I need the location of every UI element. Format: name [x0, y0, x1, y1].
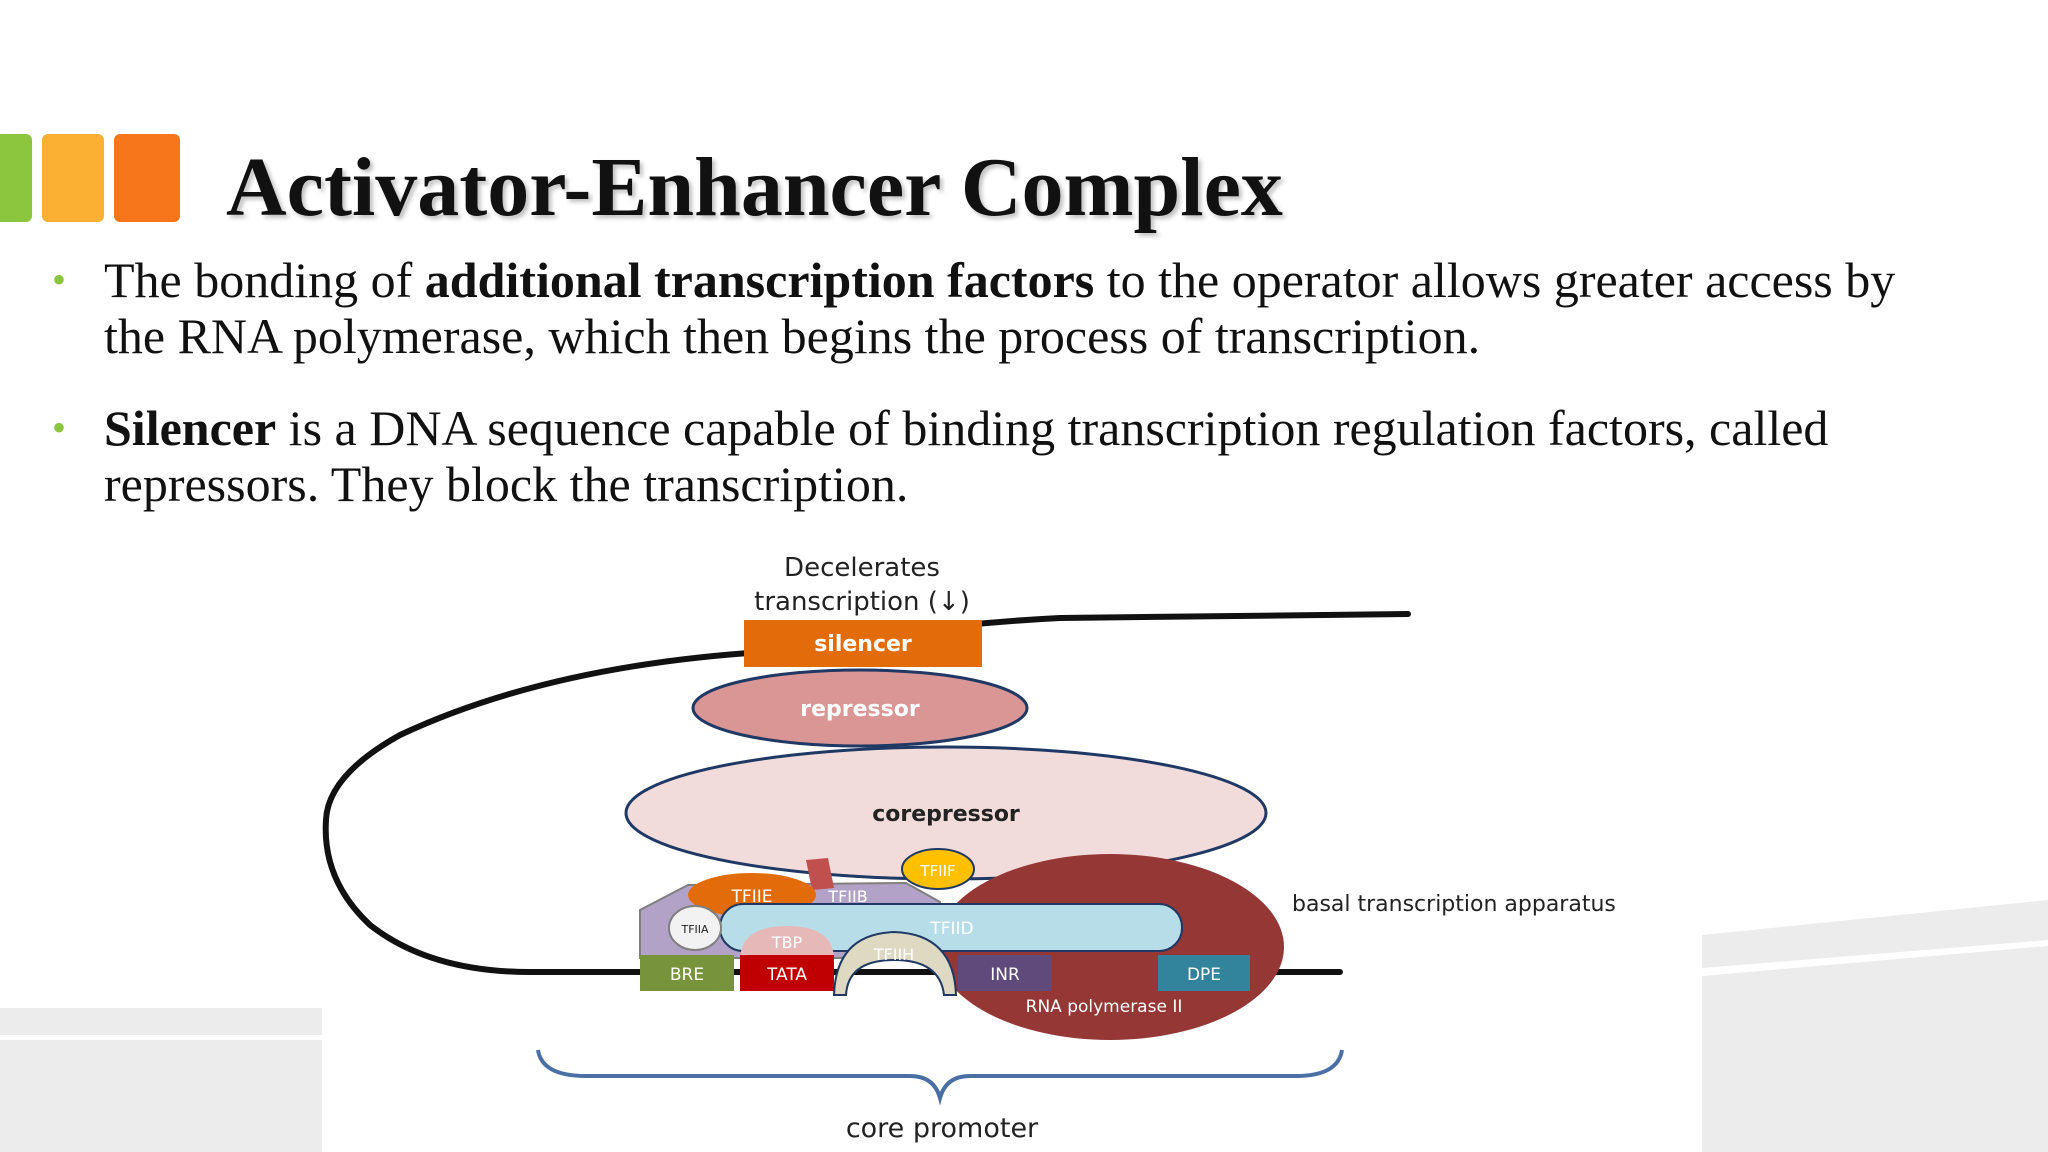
slide-title: Activator-Enhancer Complex: [226, 141, 1283, 234]
rna-polymerase-label: RNA polymerase II: [1026, 997, 1183, 1017]
tfiih-shape: [832, 930, 958, 996]
connector-bar: [806, 858, 834, 890]
bullet-list: • The bonding of additional transcriptio…: [50, 252, 1950, 548]
bullet-text-post: is a DNA sequence capable of binding tra…: [104, 400, 1829, 512]
inr-label: INR: [990, 965, 1020, 985]
accent-block-green: [0, 134, 32, 222]
tfiie-label: TFIIE: [731, 887, 773, 907]
dpe-label: DPE: [1187, 965, 1221, 985]
tata-label: TATA: [766, 965, 807, 985]
basal-apparatus-label: basal transcription apparatus: [1292, 892, 1616, 917]
tbp-shape: [740, 926, 834, 960]
core-promoter-brace: [536, 1049, 1344, 1106]
core-promoter-label: core promoter: [846, 1113, 1039, 1144]
tfiia-label: TFIIA: [680, 923, 709, 936]
bullet-dot-icon: •: [52, 257, 67, 302]
repressor-label: repressor: [800, 697, 920, 722]
tfiih-label: TFIIH: [873, 945, 914, 964]
tbp-label: TBP: [771, 933, 803, 952]
bullet-text-bold: additional transcription factors: [424, 252, 1095, 308]
tfiia-ellipse: [668, 905, 722, 951]
tfiib-label: TFIIB: [827, 887, 867, 906]
tata-box: [740, 955, 834, 991]
corepressor-label: corepressor: [872, 802, 1020, 827]
bullet-text-pre: The bonding of: [104, 252, 425, 308]
bullet-text-bold: Silencer: [104, 400, 277, 456]
tfiif-ellipse: [901, 848, 975, 890]
bre-box: [640, 955, 734, 991]
top-label-line2: transcription (↓): [754, 587, 970, 617]
bullet-item: • Silencer is a DNA sequence capable of …: [50, 400, 1950, 512]
bullet-item: • The bonding of additional transcriptio…: [50, 252, 1950, 364]
inr-box: [958, 955, 1052, 991]
accent-block-orange: [114, 134, 180, 222]
silencer-box: [744, 620, 982, 667]
tfiid-label: TFIID: [929, 919, 973, 939]
accent-block-yellow: [42, 134, 104, 222]
bullet-dot-icon: •: [52, 405, 67, 450]
bullet-text-post: to the operator allows greater access by…: [104, 252, 1896, 364]
dpe-box: [1158, 955, 1250, 991]
top-label-line1: Decelerates: [784, 553, 940, 583]
silencer-label: silencer: [814, 632, 912, 657]
bre-label: BRE: [670, 965, 704, 985]
repressor-ellipse: [691, 668, 1029, 748]
tfiif-label: TFIIF: [919, 862, 955, 880]
